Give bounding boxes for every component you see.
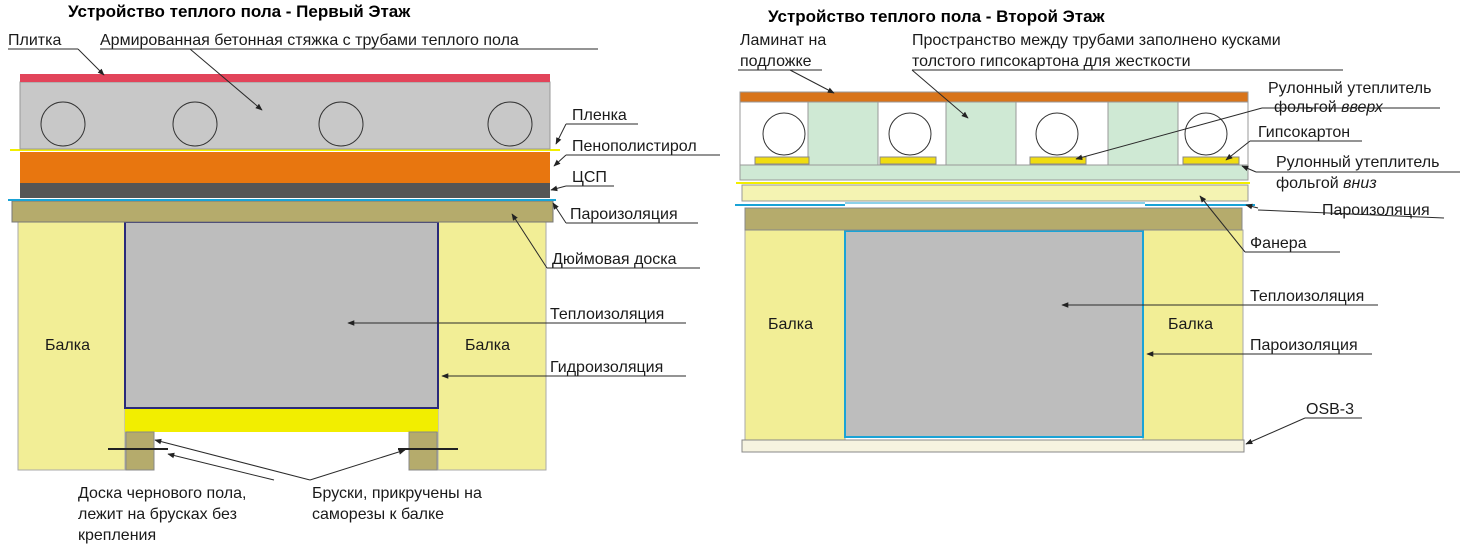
right-label-roll-down-1: Рулонный утеплитель (1276, 154, 1439, 171)
right-label-roll-up-2a: фольгой (1274, 99, 1341, 116)
left-leader-board-2 (511, 213, 548, 269)
right-label-laminate-1: Ламинат на (740, 32, 826, 49)
right-beam-left (744, 229, 846, 441)
left-leader-bars-1 (154, 438, 311, 481)
left-diagram: Устройство теплого пола - Первый Этаж (8, 2, 720, 544)
left-board (11, 200, 554, 223)
right-gyp-1 (807, 101, 879, 166)
right-insulation (844, 230, 1144, 438)
left-insulation (124, 221, 439, 409)
right-leader-gypsum-2 (1225, 140, 1251, 161)
right-beam-right (1142, 229, 1244, 441)
left-label-vapor: Пароизоляция (570, 206, 678, 223)
left-bar-2 (408, 431, 438, 471)
left-label-bars-2: саморезы к балке (312, 506, 444, 523)
right-label-beam-right: Балка (1168, 316, 1213, 333)
left-label-beam-left: Балка (45, 337, 90, 354)
left-csp (20, 183, 550, 198)
right-label-roll-up-2b: вверх (1341, 99, 1384, 116)
right-board (744, 207, 1243, 231)
right-pipe-2 (888, 112, 932, 156)
left-leader-film-2 (555, 123, 567, 145)
right-title: Устройство теплого пола - Второй Этаж (768, 7, 1106, 26)
right-label-beam-left: Балка (768, 316, 813, 333)
right-label-insulation: Теплоизоляция (1250, 288, 1364, 305)
left-leader-screed-2 (189, 48, 263, 111)
left-leader-tile-2 (77, 48, 105, 76)
left-leader-foam-2 (553, 154, 567, 167)
left-foam (20, 152, 550, 183)
right-leader-roll-down-2 (1241, 165, 1257, 173)
right-plywood (741, 184, 1249, 202)
left-pipe-4 (487, 101, 533, 147)
left-concrete (19, 81, 551, 150)
right-label-laminate-2: подложке (740, 53, 812, 70)
left-pipe-3 (318, 101, 364, 147)
right-label-osb: OSB-3 (1306, 401, 1354, 418)
left-label-subfloor-3: крепления (78, 527, 156, 544)
right-label-space-1: Пространство между трубами заполнено кус… (912, 32, 1281, 49)
right-label-plywood: Фанера (1250, 235, 1307, 252)
right-leader-roll-up-2 (1075, 107, 1263, 161)
right-leader-vapor (1257, 209, 1445, 219)
left-label-board: Дюймовая доска (552, 251, 677, 268)
right-leader-plywood-2 (1199, 195, 1246, 253)
left-tile (20, 74, 550, 82)
left-label-film: Пленка (572, 107, 627, 124)
right-pipe-1 (762, 112, 806, 156)
right-label-roll-down-2a: фольгой (1276, 175, 1343, 192)
right-gyp-3 (1107, 101, 1179, 166)
left-label-insulation: Теплоизоляция (550, 306, 664, 323)
right-leader-vapor-2 (1245, 203, 1259, 210)
right-label-space-2: толстого гипсокартона для жесткости (912, 53, 1191, 70)
right-foil-3 (1029, 156, 1087, 165)
right-foil-1 (754, 156, 810, 165)
right-label-vapor: Пароизоляция (1322, 202, 1430, 219)
right-leader-laminate-2 (789, 69, 835, 94)
right-label-gypsum: Гипсокартон (1258, 124, 1350, 141)
right-label-roll-down-2b: вниз (1343, 175, 1377, 192)
right-label-vapor2: Пароизоляция (1250, 337, 1358, 354)
left-leader-bars-2 (309, 449, 406, 481)
left-beam-right (437, 221, 547, 471)
left-label-subfloor-2: лежит на брусках без (78, 506, 237, 523)
left-label-screed: Армированная бетонная стяжка с трубами т… (100, 32, 519, 49)
left-bottom-strip (125, 408, 438, 432)
left-label-foam: Пенополистирол (572, 138, 697, 155)
right-leader-osb-2 (1245, 417, 1306, 445)
left-label-beam-right: Балка (465, 337, 510, 354)
right-leader-space-2 (911, 69, 969, 119)
left-pipe-1 (40, 101, 86, 147)
right-label-roll-up-1: Рулонный утеплитель (1268, 80, 1431, 97)
right-osb (741, 439, 1245, 453)
left-label-bars-1: Бруски, прикручены на (312, 485, 482, 502)
right-label-roll-down-2: фольгой вниз (1276, 175, 1377, 192)
right-foil-2 (879, 156, 937, 165)
right-foil-4 (1182, 156, 1240, 165)
right-pipe-3 (1035, 112, 1079, 156)
left-label-waterproof: Гидроизоляция (550, 359, 663, 376)
left-leader-vapor-2 (552, 202, 567, 224)
right-pipe-4 (1184, 112, 1228, 156)
right-laminate (739, 91, 1249, 103)
right-gyp-2 (945, 101, 1017, 166)
left-label-csp: ЦСП (572, 169, 607, 186)
left-bar-1 (125, 431, 155, 471)
left-leader-subfloor (167, 452, 275, 481)
right-label-roll-up-2: фольгой вверх (1274, 99, 1384, 116)
left-pipe-2 (172, 101, 218, 147)
left-title: Устройство теплого пола - Первый Этаж (68, 2, 411, 21)
left-beam-left (17, 221, 126, 471)
left-label-subfloor-1: Доска чернового пола, (78, 485, 246, 502)
right-diagram: Устройство теплого пола - Второй Этаж (735, 7, 1460, 453)
left-label-tile: Плитка (8, 32, 61, 49)
right-gypsum-base (739, 164, 1249, 181)
left-leader-csp-2 (550, 185, 567, 192)
